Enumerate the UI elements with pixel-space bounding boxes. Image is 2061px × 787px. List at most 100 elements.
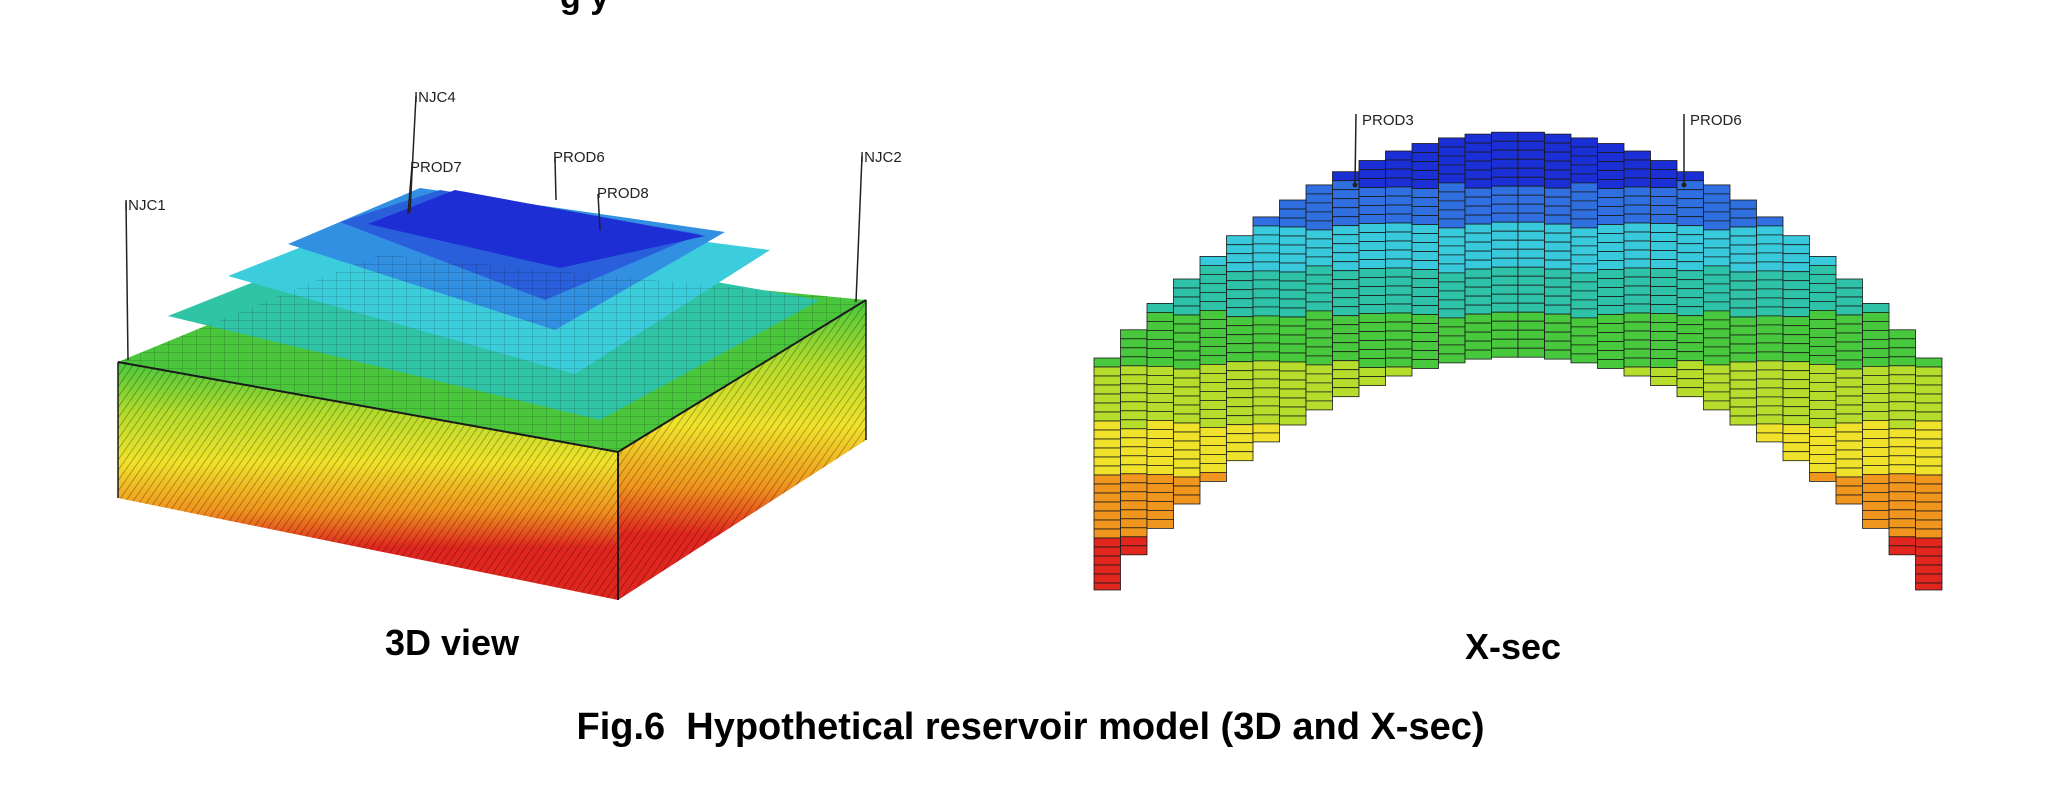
- xsec-cell: [1862, 356, 1890, 367]
- xsec-cell: [1517, 167, 1545, 178]
- xsec-cell: [1173, 278, 1201, 289]
- xsec-cell: [1226, 271, 1254, 282]
- xsec-cell: [1358, 331, 1386, 341]
- xsec-cell: [1093, 456, 1121, 467]
- xsec-cell: [1252, 297, 1280, 308]
- xsec-cell: [1756, 369, 1784, 380]
- xsec-cell: [1862, 338, 1890, 349]
- xsec-cell: [1252, 234, 1280, 245]
- xsec-cell: [1703, 202, 1731, 213]
- xsec-cell: [1782, 289, 1810, 300]
- xsec-cell: [1623, 348, 1651, 359]
- xsec-cell: [1570, 353, 1598, 364]
- well-line-injc1: [125, 201, 129, 361]
- xsec-cell: [1809, 282, 1837, 293]
- xsec-cell: [1385, 294, 1413, 305]
- xsec-cell: [1305, 247, 1333, 258]
- xsec-cell: [1650, 295, 1678, 305]
- xsec-cell: [1915, 555, 1943, 566]
- xsec-cell: [1862, 500, 1890, 511]
- xsec-cell: [1279, 352, 1307, 363]
- xsec-cell: [1809, 363, 1837, 374]
- xsec-cell: [1332, 270, 1360, 281]
- xsec-cell: [1226, 352, 1254, 363]
- xsec-cell: [1385, 204, 1413, 215]
- xsec-cell: [1385, 258, 1413, 269]
- xsec-cell: [1279, 226, 1307, 237]
- xsec-cell: [1411, 305, 1439, 315]
- xsec-cell: [1835, 323, 1863, 334]
- xsec-cell: [1491, 239, 1519, 250]
- xsec-cell: [1252, 270, 1280, 281]
- xsec-cell: [1093, 492, 1121, 503]
- xsec-cell: [1782, 334, 1810, 345]
- xsec-cell: [1544, 250, 1572, 261]
- xsec-cell: [1570, 155, 1598, 166]
- xsec-cell: [1835, 467, 1863, 478]
- xsec-cell: [1332, 342, 1360, 353]
- xsec-cell: [1411, 233, 1439, 243]
- xsec-cell: [1120, 374, 1148, 385]
- xsec-cell: [1676, 270, 1704, 281]
- xsec-cell: [1411, 251, 1439, 261]
- xsec-cell: [1173, 440, 1201, 451]
- xsec-cell: [1544, 340, 1572, 351]
- xsec-cell: [1517, 203, 1545, 214]
- xsec-cell: [1650, 313, 1678, 323]
- xsec-cell: [1809, 471, 1837, 482]
- xsec-cell: [1226, 406, 1254, 417]
- cropped-figure-title: g y: [560, 0, 609, 17]
- xsec-cell: [1226, 361, 1254, 372]
- xsec-cell: [1782, 424, 1810, 435]
- xsec-cell: [1411, 341, 1439, 351]
- xsec-cell: [1888, 428, 1916, 439]
- xsec-cell: [1093, 411, 1121, 422]
- xsec-cell: [1093, 483, 1121, 494]
- xsec-cell: [1411, 242, 1439, 252]
- xsec-cell: [1358, 340, 1386, 350]
- xsec-cell: [1332, 279, 1360, 290]
- xsec-cell: [1676, 261, 1704, 272]
- xsec-cell: [1385, 231, 1413, 242]
- xsec-cell: [1332, 324, 1360, 335]
- xsec-cell: [1385, 159, 1413, 170]
- xsec-cell: [1226, 280, 1254, 291]
- xsec-cell: [1729, 379, 1757, 390]
- xsec-cell: [1279, 406, 1307, 417]
- xsec-cell: [1199, 399, 1227, 410]
- well-line-injc2: [855, 155, 863, 303]
- xsec-cell: [1411, 332, 1439, 342]
- xsec-cell: [1650, 223, 1678, 233]
- xsec-cell: [1385, 177, 1413, 188]
- figure-caption: Fig.6 Hypothetical reservoir model (3D a…: [576, 706, 1485, 748]
- xsec-cell: [1597, 287, 1625, 297]
- xsec-cell: [1358, 277, 1386, 287]
- xsec-cell: [1279, 280, 1307, 291]
- xsec-cell: [1093, 465, 1121, 476]
- xsec-cell: [1146, 482, 1174, 493]
- xsec-cell: [1862, 410, 1890, 421]
- xsec-cell: [1332, 333, 1360, 344]
- xsec-cell: [1915, 375, 1943, 386]
- xsec-cell: [1332, 198, 1360, 209]
- xsec-cell: [1146, 500, 1174, 511]
- xsec-cell: [1146, 383, 1174, 394]
- xsec-cell: [1544, 286, 1572, 297]
- xsec-cell: [1570, 299, 1598, 310]
- xsec-cell: [1385, 195, 1413, 206]
- xsec-cell: [1120, 491, 1148, 502]
- xsec-cell: [1093, 420, 1121, 431]
- xsec-cell: [1809, 327, 1837, 338]
- xsec-cell: [1729, 361, 1757, 372]
- xsec-cell: [1623, 168, 1651, 179]
- xsec-cell: [1756, 234, 1784, 245]
- xsec-cell: [1491, 275, 1519, 286]
- xsec-cell: [1305, 346, 1333, 357]
- xsec-cell: [1358, 313, 1386, 323]
- xsec-cell: [1305, 382, 1333, 393]
- xsec-cell: [1199, 354, 1227, 365]
- xsec-cell: [1650, 259, 1678, 269]
- xsec-cell: [1517, 176, 1545, 187]
- xsec-cell: [1464, 331, 1492, 342]
- xsec-cell: [1358, 349, 1386, 359]
